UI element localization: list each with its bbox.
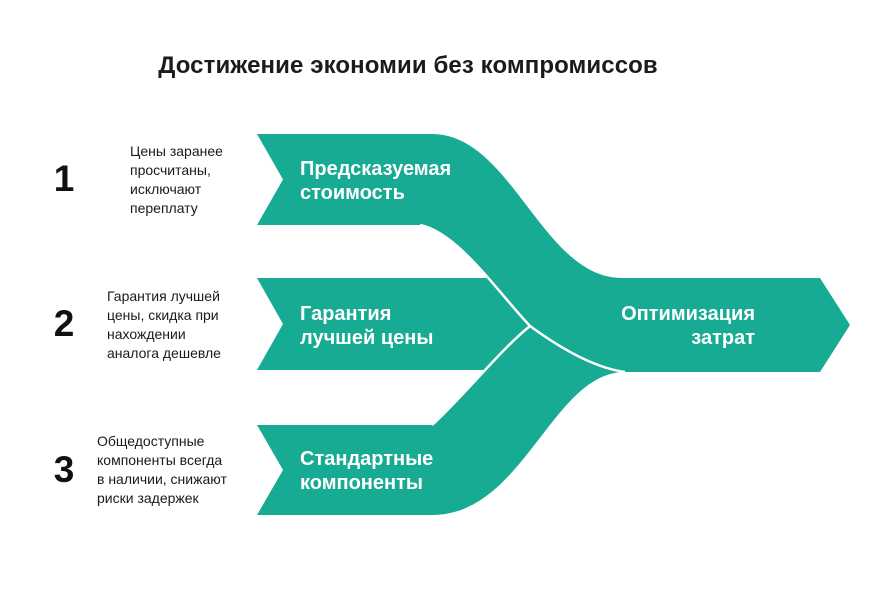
item-2-description: Гарантия лучшей цены, скидка при нахожде…	[107, 288, 221, 361]
separator-stream2-stream3	[431, 325, 531, 426]
item-1-description: Цены заранее просчитаны, исключают переп…	[130, 143, 223, 216]
stream-3-label: Стандартные компоненты	[300, 448, 434, 494]
stream-3-shape	[257, 326, 625, 515]
item-3-description: Общедоступные компоненты всегда в наличи…	[97, 433, 227, 506]
stream-1-label: Предсказуемая стоимость	[300, 158, 452, 204]
separator-stream1-stream2	[419, 223, 531, 327]
item-2-number: 2	[53, 303, 75, 344]
stream-2-label: Гарантия лучшей цены	[300, 303, 434, 349]
separator-junction-outlet	[529, 324, 626, 374]
page-title: Достижение экономии без компромиссов	[158, 52, 658, 79]
result-arrow-label: Оптимизация затрат	[621, 303, 755, 349]
item-3-number: 3	[53, 449, 75, 490]
stream-1-shape	[257, 134, 850, 372]
item-1-number: 1	[53, 158, 75, 199]
